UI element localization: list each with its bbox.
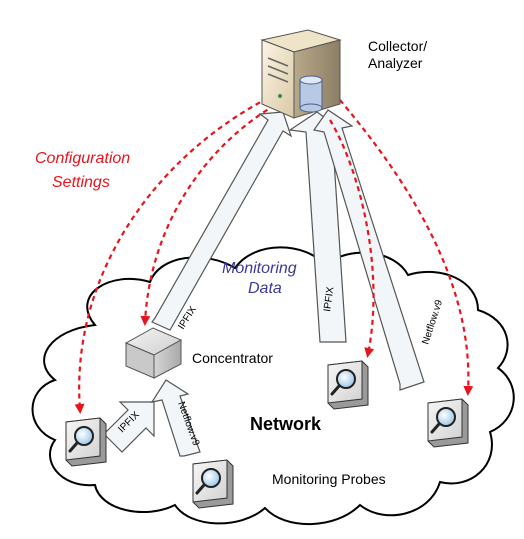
monitoring-data-label-line2: Data	[248, 280, 282, 297]
collector-server-icon[interactable]	[260, 29, 342, 119]
collector-label-line1: Collector/	[368, 38, 427, 54]
probe-left-magnifier-icon[interactable]	[65, 417, 107, 467]
config-arrow-to-probe-mid	[329, 119, 375, 358]
probes-label: Monitoring Probes	[272, 471, 386, 487]
probe-bottom-magnifier-icon[interactable]	[192, 459, 234, 509]
probe-mid-magnifier-icon[interactable]	[327, 360, 369, 410]
database-icon	[299, 75, 323, 113]
config-arrows	[74, 97, 474, 414]
monitoring-data-label-line1: Monitoring	[222, 260, 297, 277]
network-label: Network	[250, 414, 322, 434]
configuration-label-line2: Settings	[52, 174, 110, 191]
flow-arrow-probe-mid-collector: IPFIX	[288, 111, 347, 343]
probe-right-magnifier-icon[interactable]	[427, 398, 469, 448]
concentrator-box-icon[interactable]	[124, 327, 183, 379]
concentrator-label: Concentrator	[192, 350, 273, 366]
config-arrow-to-probe-left	[74, 97, 269, 414]
configuration-label-line1: Configuration	[35, 150, 130, 167]
flow-label-probe-mid: IPFIX	[322, 286, 336, 313]
config-arrow-to-concentrator	[140, 104, 276, 326]
collector-label-line2: Analyzer	[368, 55, 423, 71]
